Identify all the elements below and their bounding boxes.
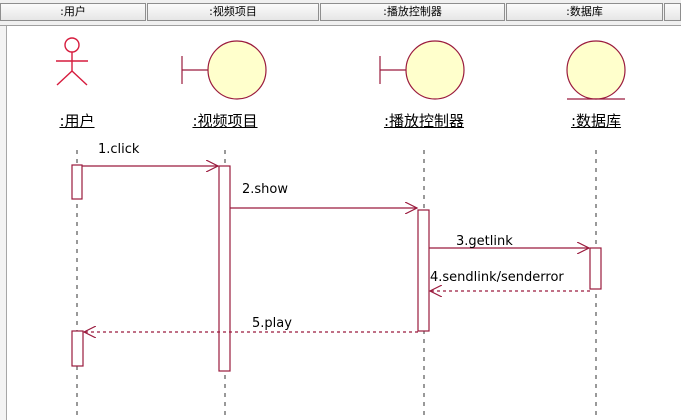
header-column-video-project[interactable]: :视频项目: [147, 3, 319, 21]
message-label-4: 4.sendlink/senderror: [430, 270, 564, 285]
message-label-3: 3.getlink: [456, 234, 513, 249]
activation-database: [589, 247, 602, 290]
sequence-diagram-canvas: :用户 :视频项目 :播放控制器 :数据库 1.click 2.show 3.g…: [0, 26, 681, 420]
actor-head: [64, 37, 80, 53]
activation-user-2: [71, 330, 84, 367]
message-label-2: 2.show: [242, 182, 289, 197]
boundary-circle: [405, 40, 465, 100]
message-label-5: 5.play: [252, 316, 292, 331]
lifeline-label-playback-controller[interactable]: :播放控制器: [383, 112, 465, 130]
sequence-diagram-graphics: [56, 37, 626, 420]
left-frame-border: [0, 26, 7, 420]
lifeline-database: [566, 40, 626, 420]
actor-right-leg: [71, 70, 88, 86]
lifeline-label-user[interactable]: :用户: [59, 112, 95, 130]
activation-video-project: [218, 165, 231, 372]
header-column-database[interactable]: :数据库: [506, 3, 663, 21]
boundary-circle: [207, 40, 267, 100]
header-column-user[interactable]: :用户: [0, 3, 146, 21]
message-label-1: 1.click: [98, 142, 140, 157]
lifeline-playback-controller: [379, 40, 465, 420]
header-column-empty: [664, 3, 681, 21]
actor-left-leg: [56, 70, 73, 86]
swimlane-header: :用户 :视频项目 :播放控制器 :数据库: [0, 0, 681, 26]
lifeline-label-database[interactable]: :数据库: [570, 112, 622, 130]
lifeline-label-video-project[interactable]: :视频项目: [192, 112, 258, 130]
entity-circle: [566, 40, 626, 100]
header-column-playback-controller[interactable]: :播放控制器: [320, 3, 505, 21]
activation-playback-controller: [417, 209, 430, 332]
activation-user-1: [71, 164, 83, 200]
